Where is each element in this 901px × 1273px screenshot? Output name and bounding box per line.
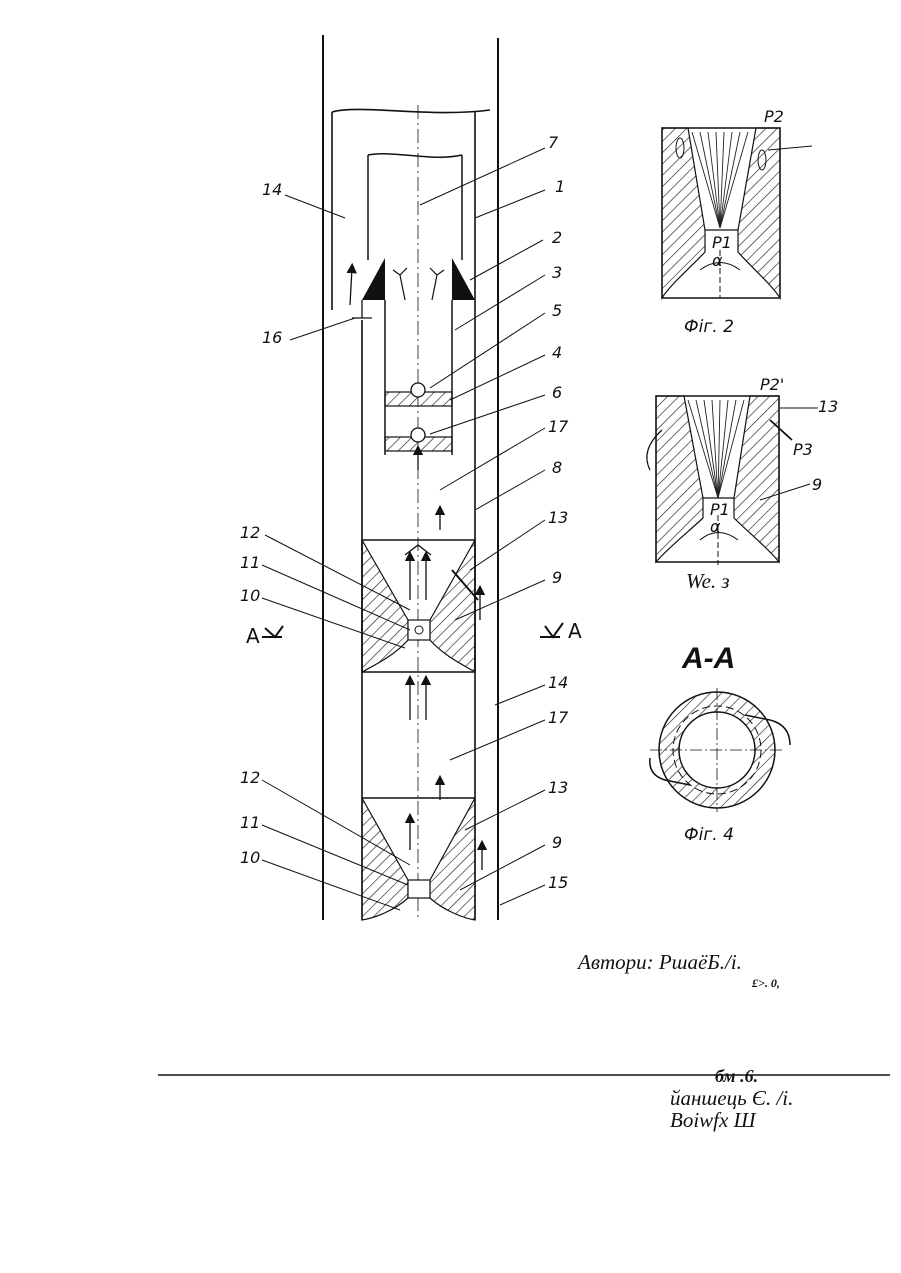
label-4: 4	[552, 343, 562, 362]
footer-line-1: бм .6.	[715, 1066, 758, 1087]
section-mark-a-right: A	[568, 619, 582, 643]
label-11-bottom: 11	[240, 813, 260, 832]
label-12-bottom: 12	[240, 768, 260, 787]
label-13-top: 13	[548, 508, 568, 527]
figure-1: 14 1 7 2 3 16 5 4 6 17 8 12 13 11 10 9 A…	[240, 35, 582, 920]
fig2-p2-label: P2	[764, 107, 784, 126]
authors-sub: £>. 0,	[752, 976, 780, 991]
label-14-top: 14	[262, 180, 282, 199]
label-1: 1	[555, 177, 565, 196]
label-8: 8	[552, 458, 562, 477]
fig3-label-13: 13	[818, 397, 838, 416]
label-17-top: 17	[548, 417, 569, 436]
label-10-bottom: 10	[240, 848, 260, 867]
label-6: 6	[552, 383, 562, 402]
footer-line-3: Boiwfx Ш	[670, 1108, 755, 1133]
fig2-p1-label: P1	[712, 233, 732, 252]
fig3-label-9: 9	[812, 475, 822, 494]
figure-4: А-А Фіг. 4	[650, 642, 790, 845]
label-11-top: 11	[240, 553, 260, 572]
fig3-p3-label: P3	[793, 440, 813, 459]
label-13-bottom: 13	[548, 778, 568, 797]
section-title: А-А	[681, 642, 735, 675]
label-5: 5	[552, 301, 562, 320]
label-10-top: 10	[240, 586, 260, 605]
label-3: 3	[552, 263, 562, 282]
label-7: 7	[548, 133, 559, 152]
label-14-bottom: 14	[548, 673, 568, 692]
label-17-bottom: 17	[548, 708, 569, 727]
label-9-top: 9	[552, 568, 562, 587]
authors-line: Автори: РшаёБ./і.	[578, 950, 742, 975]
label-16: 16	[262, 328, 282, 347]
fig4-caption: Фіг. 4	[684, 825, 734, 845]
label-15: 15	[548, 873, 568, 892]
fig3-alpha-label: α	[710, 517, 721, 536]
fig2-caption: Фіг. 2	[684, 317, 734, 337]
label-12-top: 12	[240, 523, 260, 542]
label-2: 2	[552, 228, 562, 247]
fig2-alpha-label: α	[712, 251, 723, 270]
figure-2: P2 P1 α Фіг. 2	[662, 107, 812, 337]
label-9-bottom: 9	[552, 833, 562, 852]
fig3-caption: We. з	[686, 569, 730, 593]
fig3-p2prime-label: P2'	[760, 375, 784, 394]
section-mark-a-left: A	[246, 624, 260, 648]
figure-3: P2' 13 P3 9 P1 α We. з	[647, 375, 838, 593]
